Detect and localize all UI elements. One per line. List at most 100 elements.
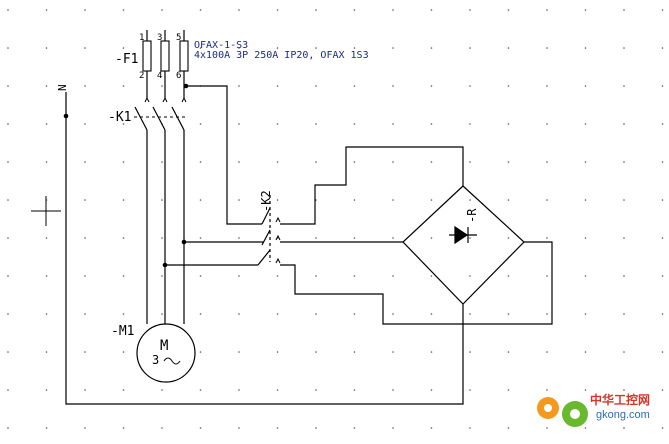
terminal-k1-2: [162, 96, 168, 103]
motor-m: M: [160, 338, 168, 354]
grid-dot: [84, 199, 86, 201]
grid-dot: [623, 237, 625, 239]
grid-dot: [584, 9, 587, 11]
grid-dot: [84, 237, 86, 239]
fuse-desc-text: 4x100A 3P 250A IP20, OFAX 1S3: [194, 50, 369, 61]
grid-dot: [7, 275, 9, 277]
grid-dot: [238, 351, 240, 353]
junction-l3-top: [183, 83, 189, 89]
grid-dot: [430, 9, 433, 11]
grid-dot: [353, 47, 356, 49]
grid-dot: [238, 47, 240, 49]
fuse-type-text: OFAX-1-S3: [194, 40, 248, 51]
grid-dot: [276, 351, 279, 353]
grid-dot: [238, 389, 240, 391]
grid-dot: [7, 237, 9, 239]
grid-dot: [661, 389, 664, 391]
grid-dot: [238, 199, 240, 201]
cursor-crosshair: [31, 196, 61, 226]
grid-dot: [661, 237, 664, 239]
grid-dot: [353, 123, 356, 125]
grid-dot: [584, 275, 587, 277]
grid-dot: [45, 427, 48, 429]
grid-dot: [623, 351, 625, 353]
grid-dot: [353, 351, 356, 353]
wire-k2-low-out: [280, 241, 553, 325]
watermark-url: gkong.com: [596, 409, 650, 421]
grid-dot: [45, 351, 48, 353]
grid-dot: [353, 199, 356, 201]
terminal-k1-3: [181, 96, 187, 103]
grid-dot: [122, 123, 125, 125]
wires: [65, 30, 553, 405]
grid-dot: [392, 161, 394, 163]
grid-dot: [353, 313, 356, 315]
grid-dot: [392, 237, 394, 239]
watermark: 中华工控网 gkong.com: [537, 392, 650, 427]
grid-dot: [546, 237, 548, 239]
grid-dot: [122, 161, 125, 163]
grid-dot: [623, 427, 625, 429]
grid-dot: [199, 313, 202, 315]
grid-dot: [546, 313, 548, 315]
grid-dot: [45, 313, 48, 315]
grid-dot: [45, 389, 48, 391]
grid-dot: [199, 427, 202, 429]
k1-tag: -K1: [108, 110, 131, 125]
grid-dot: [623, 313, 625, 315]
grid-dot: [199, 237, 202, 239]
fuse-pins: 1 2 3 4 5 6: [139, 33, 181, 81]
grid-dot: [276, 199, 279, 201]
grid-dot: [45, 47, 48, 49]
grid-dot: [469, 389, 471, 391]
pin-1: 1: [139, 33, 144, 43]
grid-dot: [584, 123, 587, 125]
fuse-block: [142, 40, 189, 72]
rectifier-tag: -R: [465, 208, 479, 223]
grid-dot: [392, 275, 394, 277]
k2-contact-2: [261, 229, 271, 246]
grid-dot: [315, 427, 317, 429]
grid-dot: [546, 351, 548, 353]
grid-dot: [469, 275, 471, 277]
grid-dot: [469, 313, 471, 315]
grid-dot: [122, 313, 125, 315]
grid-dot: [469, 9, 471, 11]
grid-dot: [584, 389, 587, 391]
grid-dot: [238, 275, 240, 277]
grid-dot: [7, 161, 9, 163]
grid-dot: [661, 427, 664, 429]
junction-neutral: [63, 113, 69, 119]
grid-dot: [507, 275, 510, 277]
grid-dot: [199, 275, 202, 277]
grid-dot: [469, 161, 471, 163]
grid-dot: [122, 351, 125, 353]
grid-dot: [430, 85, 433, 87]
grid-dot: [122, 275, 125, 277]
grid-dot: [623, 389, 625, 391]
grid-dot: [392, 123, 394, 125]
grid-dot: [623, 85, 625, 87]
terminal-k1-1: [144, 96, 150, 103]
grid-dot: [507, 427, 510, 429]
watermark-name: 中华工控网: [590, 392, 650, 407]
grid-dot: [546, 161, 548, 163]
grid-dot: [315, 9, 317, 11]
grid-dot: [584, 85, 587, 87]
grid-dot: [238, 313, 240, 315]
grid-dot: [546, 47, 548, 49]
grid-dot: [122, 85, 125, 87]
grid-dot: [430, 389, 433, 391]
grid-dot: [161, 237, 163, 239]
grid-dot: [161, 161, 163, 163]
grid-dot: [623, 123, 625, 125]
grid-dot: [353, 237, 356, 239]
motor-3: 3: [152, 353, 159, 367]
grid-dot: [353, 85, 356, 87]
grid-dot: [430, 351, 433, 353]
grid-dot: [546, 427, 548, 429]
diode-triangle: [454, 225, 469, 245]
grid-dot: [430, 199, 433, 201]
grid-dot: [507, 85, 510, 87]
